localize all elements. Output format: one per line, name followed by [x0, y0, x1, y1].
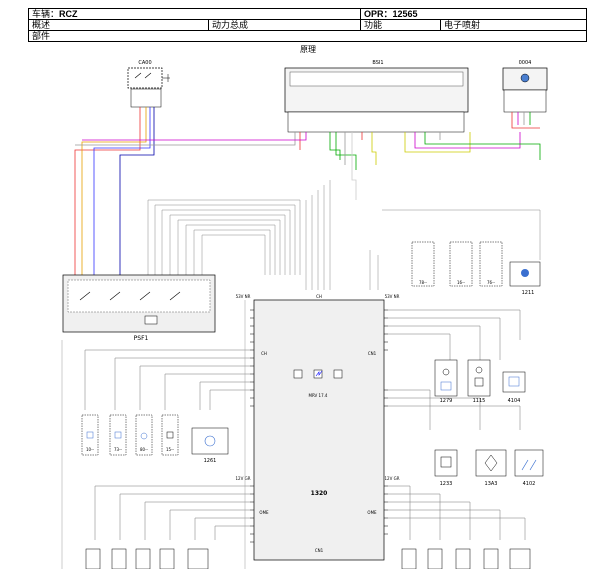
overview-label: 概述	[30, 20, 209, 30]
overview-value: 动力总成	[212, 20, 249, 30]
part-15-label: 15--	[166, 447, 175, 452]
bottom-component-stubs	[85, 548, 531, 569]
c1211-label: 1211	[522, 290, 535, 296]
ecu-right-wires	[388, 309, 526, 540]
bsi1-label: BSI1	[372, 60, 383, 66]
c1233-label: 1233	[440, 481, 453, 487]
part-73-label: 73--	[114, 447, 123, 452]
small-parts-lower: 10-- 73-- 80-- 15-- 1261	[81, 414, 229, 464]
bsi1-component: BSI1	[284, 60, 469, 133]
info-header-table: 车辆：RCZ OPR：12565 概述动力总成 功能 电子喷射 部件	[28, 8, 587, 42]
right-components-mid: 1279 1115 4104	[434, 359, 526, 404]
ecu-bottom-connector: CN1	[315, 548, 324, 553]
ecu-right-connector: CN1	[368, 351, 377, 356]
vehicle-value: RCZ	[59, 9, 78, 19]
c1261-label: 1261	[204, 458, 217, 464]
right-mid-connector: 12V GR	[385, 476, 400, 481]
top-wire-bundle	[74, 107, 541, 275]
part-78-label: 78--	[419, 280, 428, 285]
part-16-label: 16--	[457, 280, 466, 285]
c4104-label: 4104	[508, 398, 521, 404]
c13a3-label: 13A3	[485, 481, 498, 487]
c4102-label: 4102	[523, 481, 536, 487]
ecu-id-label: 1320	[311, 490, 328, 497]
opr-value: 12565	[392, 9, 418, 19]
vehicle-label: 车辆：	[32, 9, 60, 19]
c0004-component: 0004	[502, 60, 548, 113]
psf1-label: PSF1	[134, 335, 149, 342]
ecu-right-top-connector: 53V NR	[385, 294, 400, 299]
opr-label: OPR：	[364, 9, 393, 19]
diagram-title: 原理	[300, 45, 316, 54]
c1279-label: 1279	[440, 398, 453, 404]
ecu-left-top-connector: 53V NR	[236, 294, 251, 299]
part-76-label: 76--	[487, 280, 496, 285]
ecu-model-label: MRV 17.4	[309, 393, 328, 398]
part-10-label: 10--	[86, 447, 95, 452]
ca00-component: CA00	[127, 60, 170, 108]
small-parts-upper: 78-- 16-- 76-- 1211	[411, 241, 541, 296]
c0004-label: 0004	[519, 60, 532, 66]
signal-wires	[147, 180, 541, 290]
right-components-lower: 1233 13A3 4102	[434, 449, 544, 487]
ca00-label: CA00	[138, 60, 151, 66]
ecu-left-connector: CH	[261, 351, 267, 356]
ecu-top-connector: CH	[316, 294, 322, 299]
c1115-label: 1115	[473, 398, 486, 404]
ome-right-label: OME	[367, 510, 377, 515]
ecu-1320: CH 53V NR 53V NR CH CN1 MRV 17.4 1320 OM…	[236, 294, 400, 561]
parts-label: 部件	[28, 30, 587, 42]
ome-left-label: OME	[259, 510, 269, 515]
left-mid-connector: 12V GR	[236, 476, 251, 481]
part-80-label: 80--	[140, 447, 149, 452]
psf1-component: PSF1	[62, 274, 216, 342]
ecu-left-wires	[84, 349, 250, 540]
